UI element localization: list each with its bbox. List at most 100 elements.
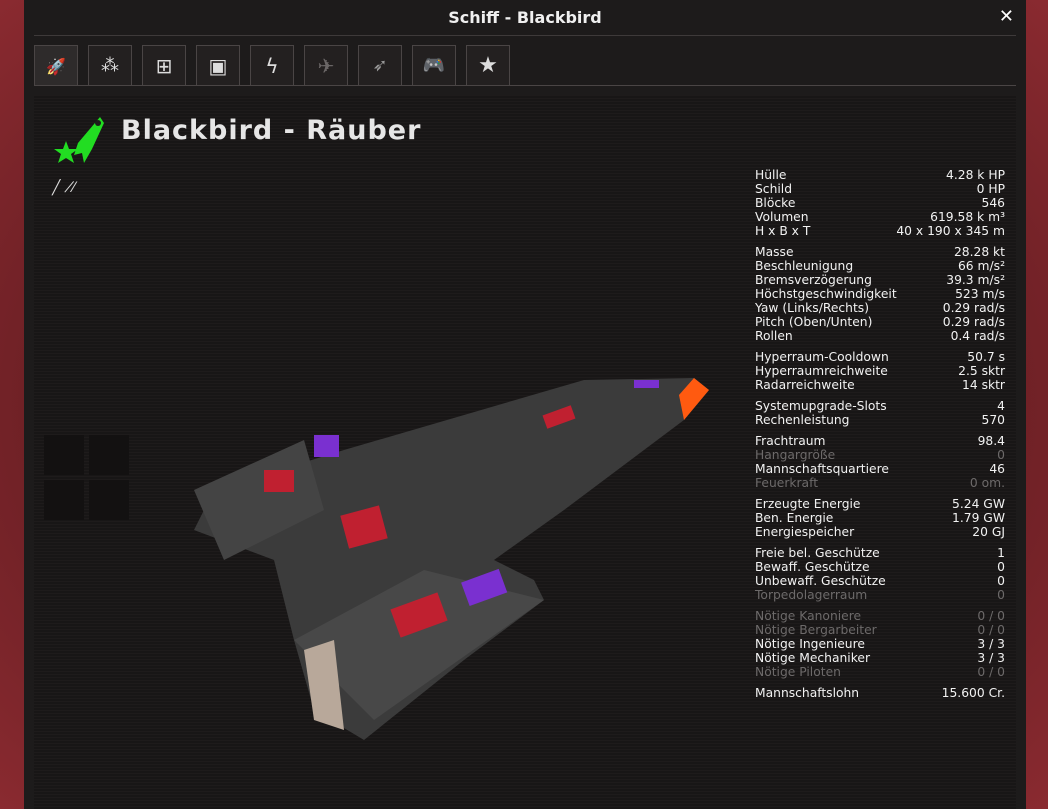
stat-label: Radarreichweite [755,378,855,392]
stat-value: 14 sktr [962,378,1005,392]
stat-value: 546 [981,196,1005,210]
stat-value: 1 [997,546,1005,560]
missile-icon: ➶ [372,55,388,76]
stat-row: Nötige Ingenieure 3 / 3 [755,637,1005,651]
tab-crew[interactable]: ⁂ [88,45,132,85]
fighter-icon: ✈ [317,53,335,78]
tab-fighters[interactable]: ✈ [304,45,348,85]
stat-label: Blöcke [755,196,796,210]
crew-icon: ⁂ [101,55,119,76]
divider [34,35,1016,36]
stat-value: 39.3 m/s² [946,273,1005,287]
tab-bar: 🚀 ⁂ ⊞ ▣ ϟ ✈ ➶ 🎮 ★ [34,45,510,86]
stat-label: Bremsverzögerung [755,273,872,287]
stat-label: Rechenleistung [755,413,850,427]
tab-blueprint[interactable]: ⊞ [142,45,186,85]
stat-value: 50.7 s [967,350,1005,364]
slot[interactable] [89,480,129,520]
stat-label: Feuerkraft [755,476,819,490]
boxes-icon: ▣ [208,53,228,78]
stat-row: Yaw (Links/Rechts)0.29 rad/s [755,301,1005,315]
slot[interactable] [44,435,84,475]
stat-row: Hyperraumreichweite 2.5 sktr [755,364,1005,378]
tab-cargo[interactable]: ▣ [196,45,240,85]
stat-value: 46 [989,462,1005,476]
rename-icon[interactable]: ⁄̸ [72,180,75,196]
stat-label: Energiespeicher [755,525,855,539]
stat-value: 0.4 rad/s [950,329,1005,343]
stat-value: 1.79 GW [952,511,1005,525]
stat-value: 4 [997,399,1005,413]
stat-value: 3 / 3 [977,637,1005,651]
stat-label: Nötige Piloten [755,665,841,679]
stat-row: Feuerkraft 0 om. [755,476,1005,490]
edit-icon[interactable]: ╱ [52,180,61,196]
stat-label: Volumen [755,210,809,224]
stat-value: 98.4 [977,434,1005,448]
tab-missiles[interactable]: ➶ [358,45,402,85]
stat-value: 0 [997,448,1005,462]
stat-value: 15.600 Cr. [941,686,1005,700]
stat-label: Pitch (Oben/Unten) [755,315,873,329]
stat-label: Beschleunigung [755,259,854,273]
circuit-icon: ⊞ [155,53,173,78]
stat-value: 66 m/s² [957,259,1005,273]
stat-value: 0.29 rad/s [942,315,1005,329]
slot[interactable] [89,435,129,475]
module-slots [44,435,129,520]
stat-label: Mannschaftsquartiere [755,462,889,476]
stat-value: 4.28 k HP [946,168,1005,182]
lightning-icon: ϟ [265,53,279,78]
ship-3d-model [194,378,709,740]
stat-label: Hülle [755,168,787,182]
stat-row: Energiespeicher 20 GJ [755,525,1005,539]
stat-value: 0 / 0 [977,665,1005,679]
stat-row: Rechenleistung 570 [755,413,1005,427]
tab-controls[interactable]: 🎮 [412,45,456,85]
stat-label: H x B x T [755,224,811,238]
stat-label: Nötige Ingenieure [755,637,865,651]
stat-value: 570 [981,413,1005,427]
stat-value: 0 HP [976,182,1005,196]
stat-value: 5.24 GW [952,497,1005,511]
stat-label: Hyperraumreichweite [755,364,888,378]
tab-energy[interactable]: ϟ [250,45,294,85]
stat-value: 523 m/s [955,287,1005,301]
stat-label: Systemupgrade-Slots [755,399,887,413]
stat-row: Nötige Piloten 0 / 0 [755,665,1005,679]
gamepad-icon: 🎮 [422,55,446,76]
stat-label: Masse [755,245,794,259]
stat-value: 0 om. [969,476,1005,490]
stat-value: 20 GJ [972,525,1005,539]
slot[interactable] [44,480,84,520]
stat-row: Mannschaftsquartiere 46 [755,462,1005,476]
stat-value: 0 [997,560,1005,574]
stat-value: 0.29 rad/s [942,301,1005,315]
tab-ship-info[interactable]: 🚀 [34,45,78,86]
stat-value: 0 [997,574,1005,588]
stat-value: 2.5 sktr [958,364,1005,378]
stat-row: Systemupgrade-Slots 4 [755,399,1005,413]
stat-value: 0 / 0 [977,609,1005,623]
stat-label: Ben. Energie [755,511,834,525]
stat-row: Pitch (Oben/Unten) 0.29 rad/s [755,315,1005,329]
star-icon: ★ [478,53,498,78]
close-icon[interactable]: ✕ [998,6,1014,27]
stat-label: Torpedolagerraum [755,588,868,602]
tab-favorites[interactable]: ★ [466,45,510,85]
ship-icon: 🚀 [46,56,66,76]
stat-label: Bewaff. Geschütze [755,560,870,574]
